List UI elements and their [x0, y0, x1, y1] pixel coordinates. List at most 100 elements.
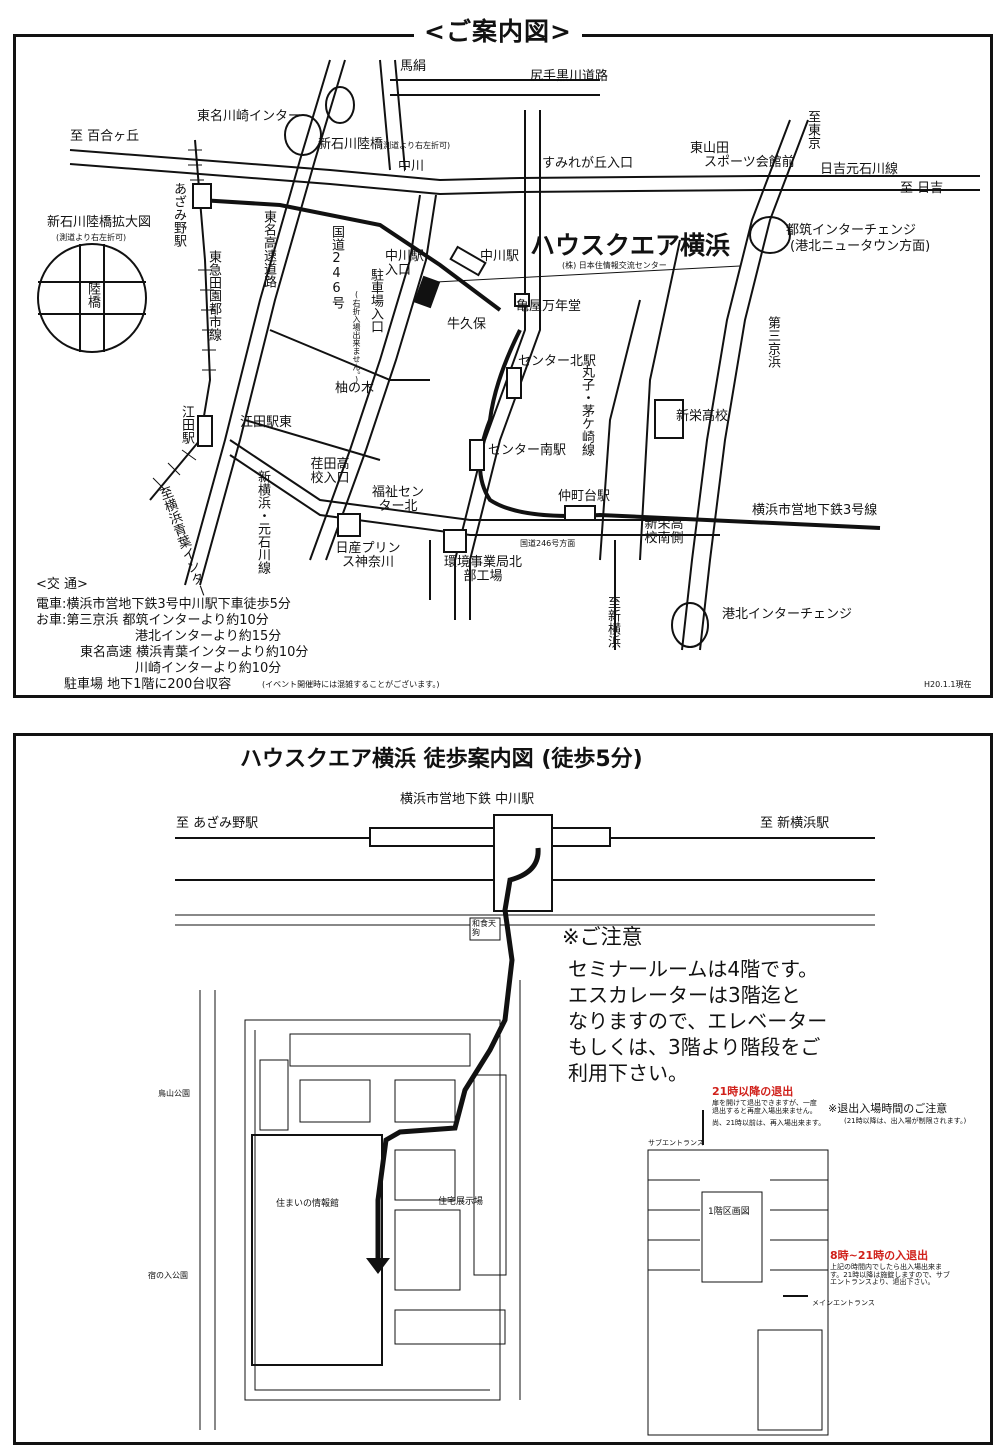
lbl-to-shinyokohama: 至新横浜 — [605, 596, 620, 648]
lbl-venue-sub: (株) 日本住情報交流センター — [562, 261, 667, 270]
azamino-station-box — [192, 183, 212, 209]
access-map-title: <ご案内図> — [414, 12, 582, 48]
lbl-sumiregaoka: すみれが丘入口 — [542, 156, 634, 171]
access-line-2: お車:第三京浜 都筑インターより約10分 — [36, 613, 269, 628]
lbl-kameya: 亀屋万年堂 — [516, 299, 582, 314]
lbl-nakagawa-eki: 中川駅 — [480, 249, 520, 264]
lbl-exit-after21-note: 扉を開けて退出できますが、一度退出すると再度入場出来ません。 — [712, 1099, 817, 1115]
lbl-subway3: 横浜市営地下鉄3号線 — [752, 503, 878, 518]
kameya-box — [514, 293, 530, 307]
note-heading: ※ご注意 — [562, 925, 643, 949]
subway-line-west — [199, 198, 502, 312]
tomei-road-b — [199, 59, 346, 586]
lbl-eda-higashi: 江田駅東 — [240, 415, 293, 430]
lbl-kakudai: 新石川陸橋拡大図 — [47, 215, 152, 230]
lbl-shiriteguro: 尻手黒川道路 — [530, 69, 609, 84]
lbl-exit-after21: 21時以降の退出 — [712, 1085, 794, 1098]
walking-map-title: ハウスクエア横浜 徒歩案内図 (徒歩5分) — [240, 747, 643, 772]
nakamachidai-box — [564, 505, 596, 521]
subway-line-east — [478, 329, 881, 530]
lbl-kankyo: 環境事業局北部工場 — [444, 555, 523, 585]
lbl-shin-ishikawa: 新石川陸橋 — [318, 137, 384, 152]
lbl-rikkyo: 陸橋 — [85, 282, 100, 308]
lbl-route246: 国道246号 — [329, 225, 344, 309]
venue-building — [413, 275, 441, 309]
lbl-azamino: あざみ野駅 — [171, 182, 186, 247]
lbl-tsuzuki-ic: 都筑インターチェンジ — [786, 223, 917, 238]
access-line-3: 港北インターより約15分 — [135, 629, 282, 644]
lbl-fukushi: 福祉センター北 — [371, 485, 424, 515]
note-line-2: エスカレーターは3階迄と — [568, 983, 801, 1007]
lbl-shinyoko-motoishi: 新横浜・元石川線 — [255, 470, 270, 574]
nakagawa-station-box — [449, 245, 487, 277]
center-kita-box — [506, 367, 522, 399]
lbl-venue: ハウスクエア横浜 — [530, 231, 731, 260]
route246-a — [309, 194, 421, 561]
access-line-6: 駐車場 地下1階に200台収容 — [64, 677, 232, 692]
lbl-mabashi: 馬絹 — [400, 59, 427, 74]
lbl-hiyoshi-moto: 日吉元石川線 — [820, 162, 899, 177]
lbl-yunoki: 柚の木 — [335, 381, 375, 396]
lbl-nissan: 日産プリンス神奈川 — [335, 541, 401, 571]
denentoshi-railway — [149, 139, 212, 501]
daisan-keihin-a — [699, 119, 809, 651]
hiyoshi-road-a — [69, 149, 980, 182]
magnifier-circle — [37, 243, 147, 353]
lbl-higashiyamada: 東山田 — [690, 141, 730, 156]
lbl-exit-note2: 尚、21時以前は、再入場出来ます。 — [712, 1119, 826, 1127]
lbl-floor1: 1階区画図 — [708, 1207, 750, 1217]
shinei-hs-box — [654, 399, 684, 439]
lbl-chushajo: 駐車場入口 — [368, 268, 383, 333]
lbl-tomei-road: 東名高速道路 — [261, 210, 276, 288]
lbl-shinei-hs-south: 新栄高校南側 — [644, 517, 684, 547]
note-line-3: なりますので、エレベーター — [568, 1009, 828, 1033]
lbl-main-entrance: メインエントランス — [812, 1299, 875, 1307]
lbl-nippa-hs: 荏田高校入口 — [310, 457, 350, 487]
lbl-time-note-sub: (21時以降は、出入場が制限されます。) — [844, 1117, 967, 1125]
access-parking-note: (イベント開催時には混雑することがございます。) — [262, 680, 440, 689]
lbl-station: 横浜市営地下鉄 中川駅 — [400, 792, 535, 807]
lbl-in-8-21: 8時~21時の入退出 — [830, 1249, 929, 1262]
lbl-marukotetsu: 丸子・茅ケ崎線 — [579, 365, 594, 456]
lbl-exhibit: 住宅展示場 — [438, 1197, 484, 1207]
lbl-shin-ishikawa-note: (測道より右左折可) — [380, 141, 451, 150]
lbl-nakagawa-eki-iriguchi: 中川駅入口 — [385, 249, 425, 279]
tomei-road-a — [184, 59, 331, 586]
lbl-gyukubo: 牛久保 — [447, 317, 487, 332]
kankyo-box — [443, 529, 467, 553]
access-line-5: 川崎インターより約10分 — [135, 661, 282, 676]
lbl-in-8-21-note: 上記の時間内でしたら出入場出来ます。21時以降は施錠しますので、サブエントランス… — [830, 1263, 950, 1287]
lbl-info-hall: 住まいの情報館 — [276, 1199, 340, 1209]
lbl-to-yurigaoka: 至 百合ヶ丘 — [70, 129, 140, 144]
road-network — [37, 59, 980, 651]
lbl-toriyama-park: 鳥山公園 — [158, 1089, 190, 1098]
eda-station-box — [197, 415, 213, 447]
lbl-sports: スポーツ会館前 — [704, 155, 795, 170]
lbl-nakamachidai: 仲町台駅 — [558, 489, 611, 504]
lbl-to-tokyo: 至東京 — [805, 110, 820, 149]
access-line-1: 電車:横浜市営地下鉄3号中川駅下車徒歩5分 — [36, 597, 291, 612]
note-line-1: セミナールームは4階です。 — [568, 957, 819, 981]
access-line-4: 東名高速 横浜青葉インターより約10分 — [80, 645, 309, 660]
lbl-to-hiyoshi: 至 日吉 — [900, 181, 944, 196]
lbl-sub-entrance: サブエントランス — [648, 1139, 704, 1147]
nissan-box — [337, 513, 361, 537]
lbl-to-shinyokohama2: 至 新横浜駅 — [760, 816, 830, 831]
lbl-time-note: ※退出入場時間のご注意 — [828, 1102, 948, 1115]
center-minami-box — [469, 439, 485, 471]
lbl-route246-dir: 国道246号方面 — [520, 539, 576, 548]
map-date: H20.1.1現在 — [924, 680, 972, 689]
lbl-center-minami: センター南駅 — [488, 443, 567, 458]
lbl-denentoshi: 東急田園都市線 — [206, 250, 221, 341]
access-heading: <交 通> — [36, 577, 88, 592]
lbl-nakagawa-jct: 中川 — [398, 159, 425, 174]
lbl-yado-park: 宿の入公園 — [148, 1271, 188, 1280]
lbl-kakudai-note: (測道より右左折可) — [56, 233, 127, 242]
lbl-tomei-kawasaki: 東名川崎インター — [197, 109, 302, 124]
lbl-chushajo-note: (右折入場出来ません。) — [352, 290, 361, 384]
lbl-washoku: 和食天狗 — [472, 919, 496, 937]
note-line-4: もしくは、3階より階段をご — [568, 1035, 821, 1059]
lbl-eda-eki: 江田駅 — [179, 405, 194, 444]
lbl-to-azamino: 至 あざみ野駅 — [176, 816, 259, 831]
hiyoshi-road-b — [69, 163, 980, 196]
